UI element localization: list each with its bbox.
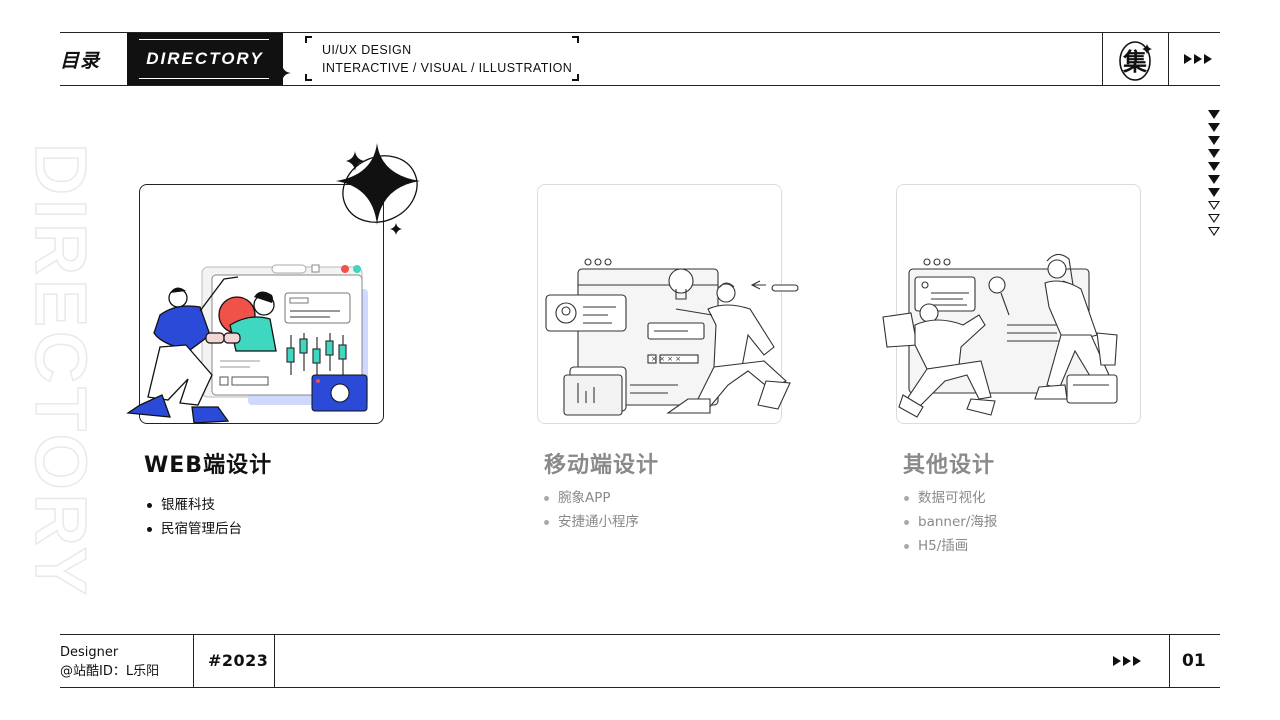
section-title-mobile[interactable]: 移动端设计: [544, 453, 660, 478]
section-list-mobile: 腕象APP 安捷通小程序: [544, 486, 639, 534]
page-dot-icon[interactable]: [1208, 149, 1220, 158]
svg-text:× × × ×: × × × ×: [651, 355, 681, 363]
page-dot-icon[interactable]: [1208, 162, 1220, 171]
header-divider-2: [1168, 32, 1169, 86]
list-item[interactable]: 银雁科技: [147, 493, 242, 517]
mobile-design-card[interactable]: × × × ×: [537, 184, 799, 424]
next-arrows-icon[interactable]: [1184, 54, 1212, 64]
page-indicator[interactable]: [1208, 110, 1220, 236]
web-design-illustration: [126, 143, 420, 424]
section-title-others[interactable]: 其他设计: [903, 453, 996, 478]
page-dot-icon[interactable]: [1208, 214, 1220, 223]
list-item[interactable]: H5/插画: [904, 534, 997, 558]
svg-text:集: 集: [1122, 48, 1148, 76]
directory-watermark: DIRECTORY: [19, 142, 101, 600]
footer-divider-2: [274, 634, 275, 688]
web-design-card[interactable]: [126, 143, 420, 424]
section-title-web[interactable]: WEB端设计: [144, 453, 273, 478]
footer-bottom-rule: [60, 687, 1220, 688]
year-tag: #2023: [208, 651, 269, 670]
list-item[interactable]: 腕象APP: [544, 486, 639, 510]
footer-top-rule: [60, 634, 1220, 635]
other-design-illustration: [882, 253, 1118, 418]
designer-label: Designer: [60, 645, 119, 660]
designer-id: @站酷ID：L乐阳: [60, 664, 160, 679]
page-dot-icon[interactable]: [1208, 188, 1220, 197]
mobile-design-illustration: × × × ×: [545, 258, 799, 416]
footer-divider-3: [1169, 634, 1170, 688]
header-bottom-rule: [60, 85, 1220, 86]
section-list-web: 银雁科技 民宿管理后台: [147, 493, 242, 541]
header-top-rule: [60, 32, 1220, 33]
logo-icon: 集: [1119, 41, 1152, 81]
page-number: 01: [1182, 651, 1206, 671]
page-dot-icon[interactable]: [1208, 227, 1220, 236]
page-dot-icon[interactable]: [1208, 123, 1220, 132]
page-title: 目录: [60, 50, 101, 72]
list-item[interactable]: banner/海报: [904, 510, 997, 534]
footer-divider-1: [193, 634, 194, 688]
page-dot-icon[interactable]: [1208, 175, 1220, 184]
section-list-others: 数据可视化 banner/海报 H5/插画: [904, 486, 997, 558]
list-item[interactable]: 民宿管理后台: [147, 517, 242, 541]
page-dot-icon[interactable]: [1208, 201, 1220, 210]
tagline-line-1: UI/UX DESIGN: [322, 43, 412, 57]
directory-badge: DIRECTORY: [127, 33, 283, 85]
header-tagline: UI/UX DESIGN INTERACTIVE / VISUAL / ILLU…: [305, 36, 579, 81]
list-item[interactable]: 安捷通小程序: [544, 510, 639, 534]
designer-credit: Designer @站酷ID：L乐阳: [60, 643, 159, 681]
page-dot-icon[interactable]: [1208, 136, 1220, 145]
other-design-card[interactable]: [882, 184, 1141, 424]
header-divider-1: [1102, 32, 1103, 86]
sparkle-icon: [273, 64, 291, 82]
page-dot-icon[interactable]: [1208, 110, 1220, 119]
list-item[interactable]: 数据可视化: [904, 486, 997, 510]
next-arrows-icon[interactable]: [1113, 656, 1141, 666]
tagline-line-2: INTERACTIVE / VISUAL / ILLUSTRATION: [322, 61, 573, 75]
sparkle-icon: [336, 143, 420, 235]
